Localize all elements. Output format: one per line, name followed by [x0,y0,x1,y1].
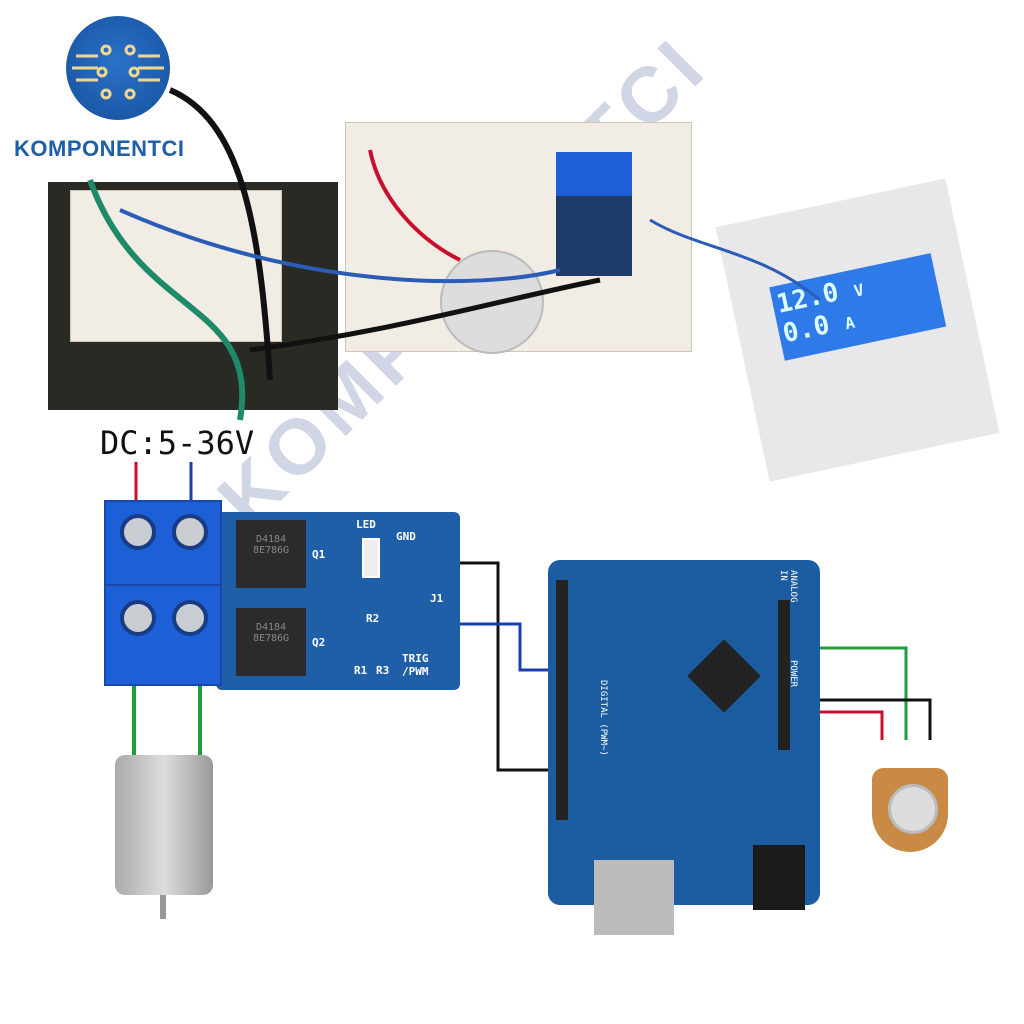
label-pwm: /PWM [402,665,429,678]
microcontroller-chip [687,639,761,713]
terminal-block-output [104,584,222,686]
usb-port [594,860,674,935]
pin-header-right [778,600,790,750]
module-photo [556,196,632,276]
motor-shaft [160,895,166,919]
wire-green-pot [818,646,908,740]
label-digital: DIGITAL (PWM~) [598,680,608,756]
potentiometer-knob[interactable] [888,784,938,834]
label-analog: ANALOG IN [778,570,798,603]
wire-blue-pwm [440,622,548,672]
logo-icon [66,16,170,120]
led [362,538,380,578]
supply-voltage-label: DC:5-36V [100,424,255,462]
logo-text: KOMPONENTCI [14,136,185,161]
label-r3: R3 [376,664,390,677]
label-j1: J1 [430,592,444,605]
dc-motor [115,755,213,895]
label-r1: R1 [354,664,368,677]
potentiometer [872,768,948,852]
terminal-block-input [104,500,222,586]
photo-wires [87,87,821,421]
pin-header-left [556,580,568,820]
terminal-photo [556,152,632,198]
wire-black-pot [818,698,932,740]
label-trig: TRIG [402,652,429,665]
label-gnd: GND [396,530,416,543]
label-r2: R2 [366,612,380,625]
power-jack [753,845,805,910]
dc-motor-photo [440,250,544,354]
wire-red-pot [818,710,884,740]
arduino-uno-board: DIGITAL (PWM~) POWER ANALOG IN [548,560,820,935]
label-q2: Q2 [312,636,326,649]
label-q1: Q1 [312,548,326,561]
wire-black-gnd [440,561,548,772]
label-led: LED [356,518,376,531]
